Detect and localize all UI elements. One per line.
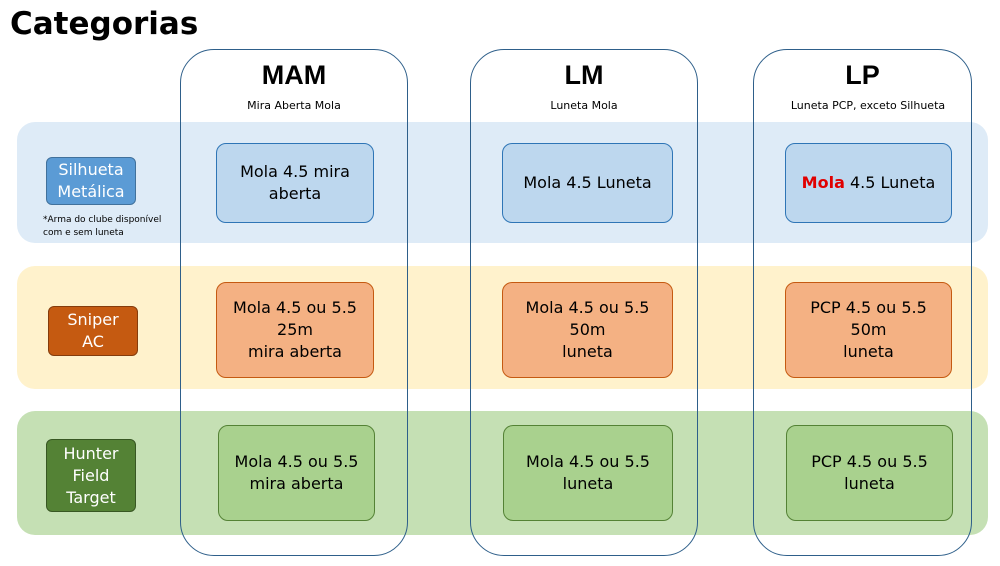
row-label-text: Sniper AC: [67, 310, 119, 351]
cell-sniper-mam: Mola 4.5 ou 5.5 25m mira aberta: [216, 282, 374, 378]
row-label-hunter-field-target: Hunter Field Target: [46, 439, 136, 512]
row-label-text: Hunter Field Target: [63, 443, 119, 507]
row-label-sniper-ac: Sniper AC: [48, 306, 138, 356]
row-label-text: Silhueta Metálica: [57, 160, 125, 201]
column-frame-mam: [180, 49, 408, 556]
column-frame-lm: [470, 49, 698, 556]
column-title-lm: LM: [564, 60, 604, 90]
cell-sniper-lm: Mola 4.5 ou 5.5 50m luneta: [502, 282, 673, 378]
column-subtitle-mam: Mira Aberta Mola: [247, 99, 341, 112]
cell-sniper-lp: PCP 4.5 ou 5.5 50m luneta: [785, 282, 952, 378]
column-title-mam: MAM: [261, 60, 327, 90]
cell-text: 4.5 Luneta: [844, 173, 936, 192]
cell-silhueta-mam: Mola 4.5 mira aberta: [216, 143, 374, 223]
row-note: *Arma do clube disponível com e sem lune…: [43, 215, 162, 238]
cell-hunter-lm: Mola 4.5 ou 5.5 luneta: [503, 425, 673, 521]
column-subtitle-lp: Luneta PCP, exceto Silhueta: [790, 99, 946, 112]
column-frame-lp: [753, 49, 972, 556]
cell-silhueta-lm: Mola 4.5 Luneta: [502, 143, 673, 223]
cell-hunter-lp: PCP 4.5 ou 5.5 luneta: [786, 425, 953, 521]
page-title: Categorias: [10, 6, 199, 42]
column-subtitle-lm: Luneta Mola: [550, 99, 618, 112]
column-title-lp: LP: [845, 60, 880, 90]
row-label-silhueta-metalica: Silhueta Metálica: [46, 157, 136, 205]
highlight-text: Mola: [801, 173, 845, 192]
cell-silhueta-lp: Mola 4.5 Luneta: [785, 143, 952, 223]
cell-hunter-mam: Mola 4.5 ou 5.5 mira aberta: [218, 425, 375, 521]
